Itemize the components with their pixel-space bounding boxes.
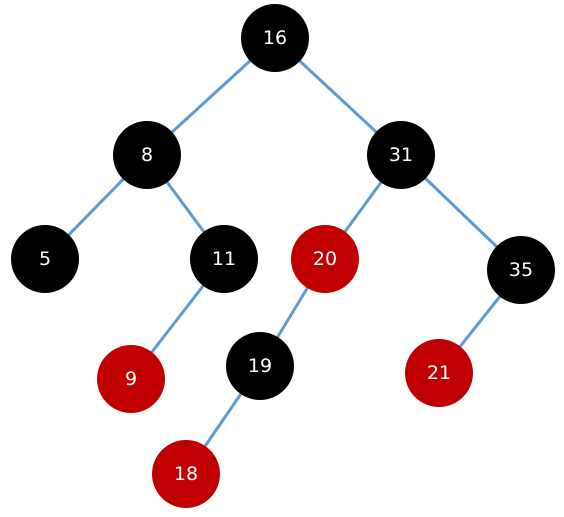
node-key-label: 5 <box>39 248 51 270</box>
tree-node-20: 20 <box>291 225 359 293</box>
node-key-label: 21 <box>427 362 451 384</box>
tree-node-8: 8 <box>113 121 181 189</box>
tree-node-19: 19 <box>226 332 294 400</box>
node-key-label: 20 <box>313 248 337 270</box>
node-key-label: 9 <box>125 368 137 390</box>
tree-node-35: 35 <box>487 236 555 304</box>
node-key-label: 18 <box>174 463 198 485</box>
node-key-label: 16 <box>263 27 287 49</box>
node-key-label: 8 <box>141 144 153 166</box>
tree-node-11: 11 <box>190 225 258 293</box>
black-node-circle <box>190 225 258 293</box>
red-node-circle <box>405 339 473 407</box>
tree-node-31: 31 <box>367 121 435 189</box>
tree-node-21: 21 <box>405 339 473 407</box>
black-node-circle <box>11 225 79 293</box>
node-key-label: 35 <box>509 259 533 281</box>
black-node-circle <box>367 121 435 189</box>
red-node-circle <box>97 345 165 413</box>
red-node-circle <box>152 440 220 508</box>
node-key-label: 31 <box>389 144 413 166</box>
tree-nodes: 16 8 31 5 11 20 35 9 19 21 18 <box>11 4 555 508</box>
red-node-circle <box>291 225 359 293</box>
black-node-circle <box>487 236 555 304</box>
node-key-label: 19 <box>248 355 272 377</box>
tree-node-9: 9 <box>97 345 165 413</box>
black-node-circle <box>241 4 309 72</box>
black-node-circle <box>113 121 181 189</box>
tree-node-18: 18 <box>152 440 220 508</box>
tree-node-5: 5 <box>11 225 79 293</box>
tree-node-16: 16 <box>241 4 309 72</box>
black-node-circle <box>226 332 294 400</box>
node-key-label: 11 <box>212 248 236 270</box>
